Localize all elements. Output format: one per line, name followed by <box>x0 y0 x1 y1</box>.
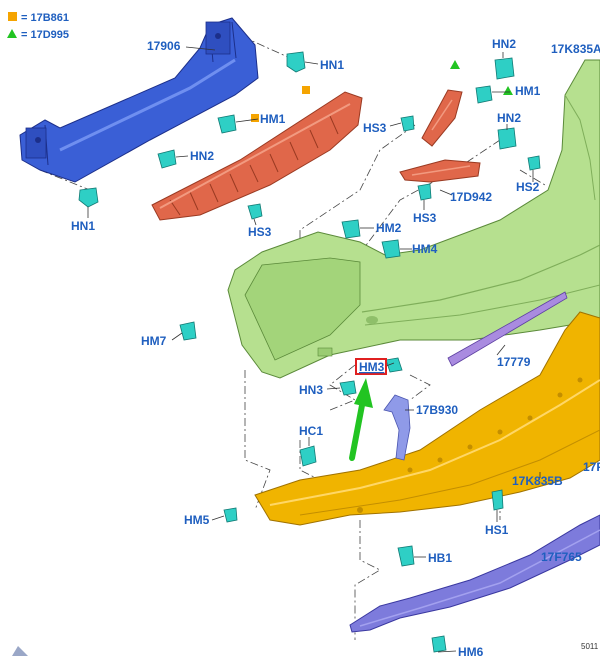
clip-hn2-right-icon <box>497 127 517 150</box>
legend-item-17b861: = 17B861 <box>21 12 69 24</box>
clip-hm4-icon <box>381 239 401 259</box>
label-hm3[interactable]: HM3 <box>359 360 385 374</box>
label-hn3: HN3 <box>299 383 323 397</box>
clip-hm5-icon <box>223 507 238 523</box>
label-hn2-left: HN2 <box>190 149 214 163</box>
clip-hm3-icon <box>385 357 403 373</box>
label-17f-cut: 17F <box>583 460 600 474</box>
marker-17b861-top-icon <box>302 86 310 94</box>
label-hm2: HM2 <box>376 221 402 235</box>
hm3-highlight-box <box>355 358 387 375</box>
label-hc1: HC1 <box>299 424 323 438</box>
label-hm1-left: HM1 <box>260 112 286 126</box>
legend-square-icon <box>8 12 17 21</box>
clip-hs2-icon <box>527 155 541 171</box>
clip-hn1-top-icon <box>286 51 306 73</box>
fasteners <box>78 51 541 653</box>
clip-hs3-mid-icon <box>400 115 415 132</box>
clip-hn3-icon <box>339 380 357 396</box>
label-hn2-right: HN2 <box>497 111 521 125</box>
label-17d942: 17D942 <box>450 190 492 204</box>
clip-hm7-icon <box>179 321 197 341</box>
label-17906: 17906 <box>147 39 181 53</box>
label-hs3-mid: HS3 <box>363 121 387 135</box>
label-hs1: HS1 <box>485 523 509 537</box>
label-hn1-top: HN1 <box>320 58 344 72</box>
label-hn1-left: HN1 <box>71 219 95 233</box>
label-hs2: HS2 <box>516 180 540 194</box>
lower-spoiler-17f765 <box>349 514 600 633</box>
pointer-arrow-icon <box>349 378 373 461</box>
clip-hn2-top-icon <box>494 57 515 80</box>
clip-hn2-left-icon <box>157 149 177 169</box>
label-hm6: HM6 <box>458 645 484 656</box>
strip-17779 <box>447 291 568 367</box>
label-17k835a: 17K835A <box>551 42 600 56</box>
label-hn2-top: HN2 <box>492 37 516 51</box>
clip-hm1-right-icon <box>475 85 493 104</box>
clip-hn1-left-icon <box>78 187 99 208</box>
bracket-17d942 <box>399 159 481 183</box>
bracket-17b930 <box>383 394 411 461</box>
reference-number: 5011 <box>581 642 599 651</box>
side-bracket-upper <box>421 89 463 147</box>
label-hm5: HM5 <box>184 513 210 527</box>
label-17f765: 17F765 <box>541 550 582 564</box>
reinforcement-beam-17906 <box>19 17 259 183</box>
clip-hs3-left-icon <box>247 203 263 220</box>
label-hs3-left: HS3 <box>248 225 272 239</box>
energy-absorber <box>151 91 363 221</box>
label-17k835b: 17K835B <box>512 474 563 488</box>
label-17b930: 17B930 <box>416 403 458 417</box>
label-hs3-low: HS3 <box>413 211 437 225</box>
clip-hm6-icon <box>431 635 447 653</box>
legend-item-17d995: = 17D995 <box>21 29 69 41</box>
bumper-cover-17k835a <box>227 59 600 379</box>
label-hm1-right: HM1 <box>515 84 541 98</box>
clip-hb1-icon <box>397 545 415 567</box>
label-hb1: HB1 <box>428 551 452 565</box>
clip-hm2-icon <box>341 219 361 239</box>
corner-marker-icon <box>12 646 28 656</box>
leader-lines <box>87 46 541 653</box>
clip-hm1-left-icon <box>217 114 237 134</box>
clip-hs1-icon <box>491 489 504 511</box>
marker-17b861-hm1-icon <box>251 114 259 122</box>
lower-bumper-17k835b <box>254 311 600 526</box>
clip-hs3-low-icon <box>417 183 432 201</box>
label-17779: 17779 <box>497 355 531 369</box>
label-hm4: HM4 <box>412 242 438 256</box>
marker-17d995-top-icon <box>450 60 460 69</box>
legend-triangle-icon <box>7 29 17 38</box>
marker-17d995-hm1-icon <box>503 86 513 95</box>
label-hm7: HM7 <box>141 334 167 348</box>
clip-hc1-icon <box>299 445 317 467</box>
